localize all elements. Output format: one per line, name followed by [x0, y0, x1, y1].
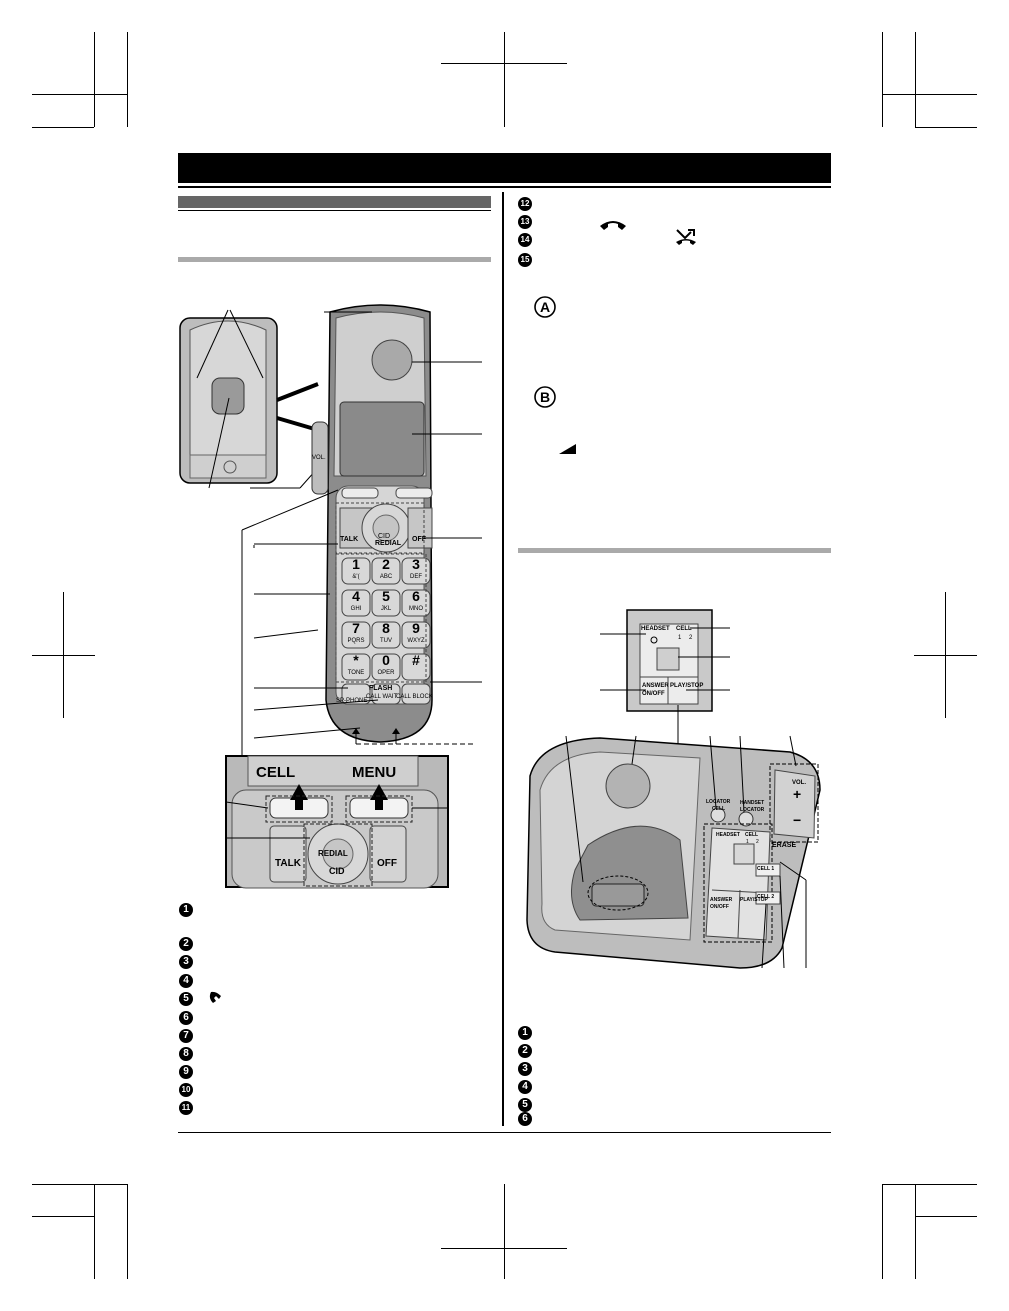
base-handset-label: HANDSET: [740, 800, 765, 806]
volume-ramp-icon: [559, 444, 576, 454]
page-title-bar: [178, 153, 831, 183]
keypad-key-1: 1&'(: [352, 556, 360, 580]
zoom-talk-label: TALK: [275, 858, 301, 869]
handset-off-label: OFF: [412, 536, 426, 543]
keypad-key-hash: #: [412, 652, 420, 668]
base-vol-minus: −: [793, 812, 802, 828]
inset-cell-2: 2: [689, 635, 693, 641]
handset-talk-label: TALK: [340, 536, 359, 543]
inset-cell-label: CELL: [676, 626, 692, 632]
list-number-14: 14: [518, 233, 532, 247]
base-list-number-5: 5: [518, 1098, 532, 1112]
base-headset-label: HEADSET: [716, 832, 740, 838]
inset-play-stop-label: PLAY/STOP: [670, 683, 704, 689]
handset-call-wait-label: CALL WAIT: [366, 694, 398, 700]
base-handset-locator-label: LOCATOR: [740, 807, 765, 813]
list-number-6: 6: [179, 1011, 193, 1025]
list-number-2: 2: [179, 937, 193, 951]
list-number-1: 1: [179, 903, 193, 917]
base-list-number-2: 2: [518, 1044, 532, 1058]
base-list-number-4: 4: [518, 1080, 532, 1094]
circled-letter-b: B: [534, 386, 556, 408]
inset-cell-1: 1: [678, 635, 682, 641]
base-1-label: 1: [746, 839, 749, 845]
base-subheading-rule: [518, 548, 831, 553]
keypad-key-star: *TONE: [347, 652, 365, 676]
inset-answer-label: ANSWER: [642, 683, 669, 689]
base-vol-plus: +: [793, 786, 802, 802]
handset-call-block-label: CALL BLOCK: [396, 694, 433, 700]
list-number-8: 8: [179, 1047, 193, 1061]
call-block-icon: [676, 229, 696, 245]
handset-redial-label: REDIAL: [375, 540, 402, 547]
handset-subheading-rule: [178, 257, 491, 262]
list-number-15: 15: [518, 253, 532, 267]
base-cell1-tag: CELL 1: [757, 866, 775, 872]
list-number-7: 7: [179, 1029, 193, 1043]
list-number-10: 10: [179, 1083, 193, 1097]
inset-onoff-label: ON/OFF: [642, 691, 665, 697]
zoom-cid-label: CID: [329, 866, 345, 876]
list-number-4: 4: [179, 974, 193, 988]
list-number-5: 5: [179, 992, 193, 1006]
zoom-cell-label: CELL: [256, 764, 296, 781]
talk-handset-icon: [209, 991, 221, 1003]
title-underline: [178, 186, 831, 188]
list-number-9: 9: [179, 1065, 193, 1079]
inset-headset-label: HEADSET: [641, 626, 670, 632]
off-handset-icon: [600, 221, 626, 230]
list-number-13: 13: [518, 215, 532, 229]
column-separator: [502, 192, 504, 1126]
svg-text:A: A: [540, 299, 550, 315]
zoom-off-label: OFF: [377, 858, 397, 869]
svg-text:B: B: [540, 389, 550, 405]
handset-flash-label: FLASH: [369, 685, 393, 692]
base-locator-label: LOCATOR: [706, 799, 731, 805]
footer-rule: [178, 1132, 831, 1133]
base-2-label: 2: [756, 839, 759, 845]
zoom-menu-label: MENU: [352, 764, 397, 781]
handset-sp-phone-label: SP-PHONE: [336, 698, 368, 704]
base-locator-cell-label: CELL: [712, 806, 726, 812]
base-list-number-3: 3: [518, 1062, 532, 1076]
base-cell2-tag: CELL 2: [757, 894, 775, 900]
list-number-11: 11: [179, 1101, 193, 1115]
handset-vol-label: VOL.: [312, 455, 326, 461]
base-list-number-1: 1: [518, 1026, 532, 1040]
section-heading-underline: [178, 210, 491, 211]
base-erase-label: ERASE: [772, 842, 797, 849]
handset-cid-label: CID: [378, 533, 391, 540]
section-heading-bar: [178, 196, 491, 208]
list-number-3: 3: [179, 955, 193, 969]
base-playstop-label: PLAY/STOP: [740, 897, 768, 903]
list-number-12: 12: [518, 197, 532, 211]
zoom-redial-label: REDIAL: [318, 849, 348, 858]
base-onoff-label: ON/OFF: [710, 904, 729, 910]
circled-letter-a: A: [534, 296, 556, 318]
base-cell-label: CELL: [745, 832, 759, 838]
base-list-number-6: 6: [518, 1112, 532, 1126]
base-vol-label: VOL.: [792, 780, 807, 786]
base-answer-label: ANSWER: [710, 897, 733, 903]
